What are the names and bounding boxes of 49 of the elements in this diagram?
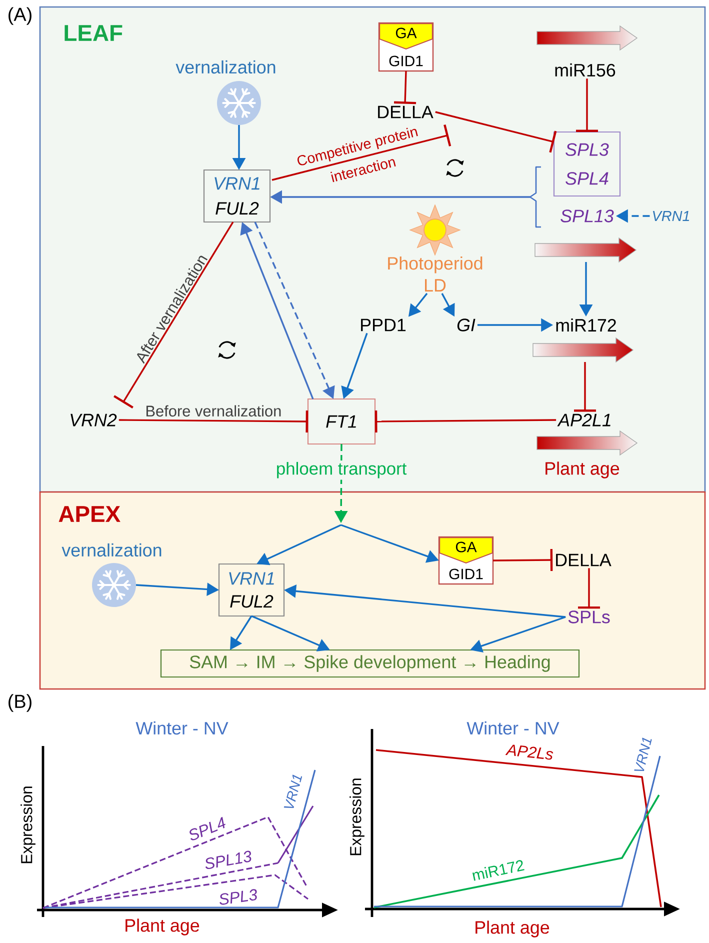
panel-letter: (B)	[8, 694, 32, 712]
receptor-box: GA GID1	[438, 536, 494, 585]
line-label: miR172	[472, 860, 524, 881]
panel-letter: (A)	[8, 7, 32, 25]
cue-label: vernalization	[176, 60, 276, 74]
inhibition-line	[574, 362, 596, 412]
inhibition-line	[578, 568, 600, 609]
gene-label: VRN2	[70, 414, 117, 426]
axis-title: Expression	[20, 786, 36, 864]
gene-box: VRN1 FUL2	[218, 563, 285, 617]
gene-label: GI	[457, 318, 476, 332]
line-label: SPL13	[205, 850, 252, 870]
line-label: VRN1	[284, 774, 302, 808]
inhibition-line	[114, 222, 234, 408]
chart-title: Winter - NV	[136, 721, 228, 735]
edge-label: Before vernalization	[146, 405, 281, 417]
edge-label: phloem transport	[274, 460, 408, 480]
gene-box: FT1	[307, 398, 376, 445]
line-label: SPL4	[190, 816, 226, 840]
inhibition-line	[394, 70, 416, 104]
cue-label: vernalization	[62, 543, 162, 557]
gene-box: VRN1 FUL2	[203, 169, 271, 223]
axis-title: Plant age	[126, 918, 200, 936]
bracket	[529, 166, 541, 228]
gene-label: VRN1	[652, 211, 690, 221]
axis-title: Expression	[350, 778, 364, 856]
inhibition-line	[492, 549, 553, 572]
inhibition-line	[576, 78, 598, 132]
arrow-caption: Plant age	[546, 462, 620, 478]
gene-label: miR156	[555, 63, 616, 77]
receptor-box: GA GID1	[378, 22, 434, 72]
gene-label: AP2L1	[557, 414, 610, 426]
inhibition-line	[374, 410, 556, 432]
gene-label: SPLs	[568, 610, 610, 624]
gene-label: DELLA	[556, 554, 612, 566]
line-label: VRN1	[634, 738, 652, 772]
inhibition-line	[118, 410, 308, 432]
inhibition-line	[435, 111, 557, 153]
gene-label: PPD1	[361, 318, 406, 332]
gene-box: SPL3 SPL4	[553, 131, 621, 197]
chart-title: Winter - NV	[466, 721, 560, 735]
gene-label: DELLA	[378, 106, 434, 118]
gene-label: miR172	[556, 318, 616, 332]
axis-title: Plant age	[476, 920, 550, 938]
line-label: SPL3	[220, 889, 257, 905]
line-label: AP2Ls	[505, 744, 554, 760]
gene-label: SPL13	[560, 210, 614, 222]
cue-label: Photoperiod LD	[388, 256, 482, 292]
stage-box: SAM → IM → Spike development → Heading	[160, 649, 580, 678]
